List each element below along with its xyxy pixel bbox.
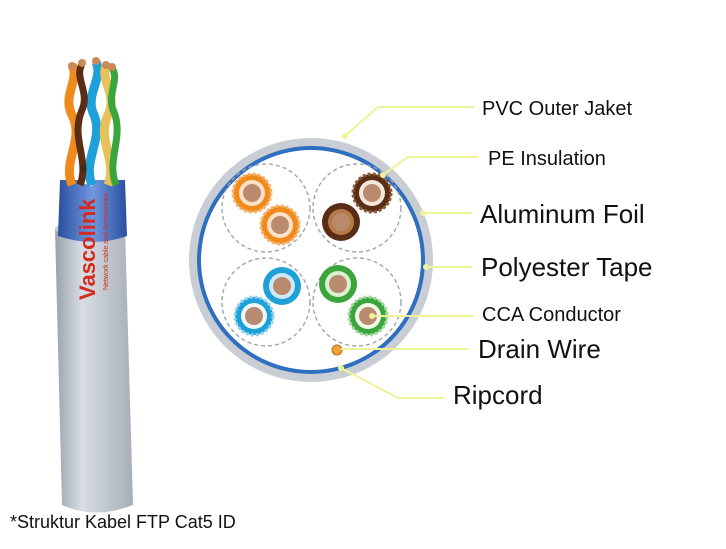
label-outer-jacket: PVC Outer Jaket <box>482 98 633 120</box>
pair-boundaries <box>221 163 402 347</box>
leader-outer-jacket <box>344 106 474 137</box>
brown-pair <box>322 172 393 241</box>
cable-jacket <box>55 228 133 513</box>
brand-tagline: Network cable and Accessories <box>103 192 110 290</box>
leader-dot-insulation <box>380 172 386 178</box>
leader-dot-conductor <box>369 313 375 319</box>
conductor-tips <box>68 57 116 71</box>
cable-foil <box>58 180 127 242</box>
leader-dot-tape <box>423 264 429 270</box>
label-foil: Aluminum Foil <box>480 199 645 229</box>
leader-ripcord <box>340 367 444 399</box>
caption: *Struktur Kabel FTP Cat5 ID <box>10 512 236 532</box>
twisted-pairs <box>64 59 121 187</box>
label-tape: Polyester Tape <box>481 252 653 282</box>
label-insulation: PE Insulation <box>488 148 606 170</box>
leader-dot-jacket <box>342 133 348 139</box>
cable-side-view: Vascolink Network cable and Accessories … <box>55 57 133 513</box>
leader-dot-foil <box>420 210 426 216</box>
brand-logo-text: Vascolink <box>75 198 100 300</box>
leader-dot-ripcord <box>338 365 344 371</box>
blue-pair <box>233 267 301 337</box>
leader-lines <box>340 106 478 399</box>
label-conductor: CCA Conductor <box>482 304 621 326</box>
cable-cross-section <box>189 138 433 382</box>
drain-wire-dot <box>331 344 343 356</box>
orange-pair <box>231 172 301 246</box>
label-drain-wire: Drain Wire <box>478 334 601 364</box>
registered-mark: ® <box>80 164 87 174</box>
green-pair <box>319 265 389 337</box>
label-ripcord: Ripcord <box>453 380 543 410</box>
